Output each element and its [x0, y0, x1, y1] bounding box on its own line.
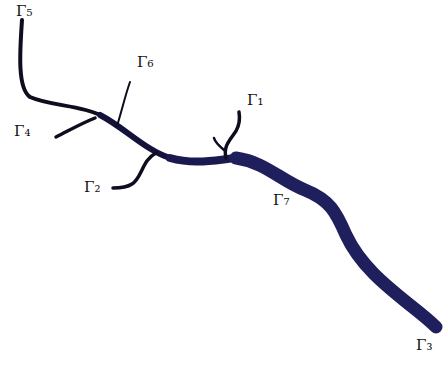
boundary-label: Γ₆ — [137, 55, 153, 70]
boundary-label: Γ₃ — [416, 338, 432, 353]
boundary-label: Γ₇ — [273, 193, 289, 208]
boundary-label: Γ₁ — [247, 93, 263, 108]
boundary-label: Γ₅ — [16, 4, 32, 19]
boundary-label: Γ₄ — [14, 124, 30, 139]
boundary-label: Γ₂ — [84, 180, 100, 195]
